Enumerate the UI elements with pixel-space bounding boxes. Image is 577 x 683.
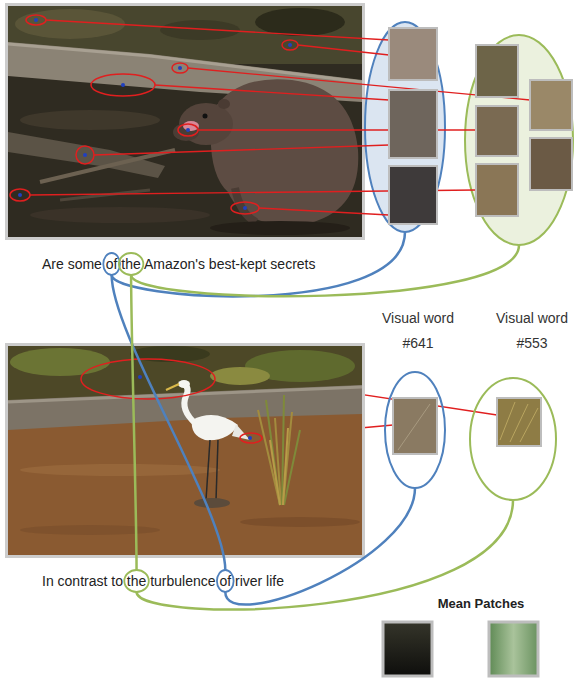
photo-foliage <box>10 348 110 376</box>
image-patch <box>530 138 572 190</box>
visual-word-ellipse <box>385 372 445 488</box>
cluster-outline <box>376 306 460 491</box>
word-link-curve <box>112 275 226 570</box>
photo-frame <box>5 3 365 240</box>
mean-patches <box>383 622 538 676</box>
image-patch <box>476 106 518 156</box>
top-photo <box>5 3 365 240</box>
egret-leg <box>216 440 218 500</box>
caption-text: Are some of the Amazon's best-kept secre… <box>42 256 315 272</box>
patch-texture <box>520 408 538 442</box>
animal-eye <box>203 114 208 119</box>
feature-point <box>248 436 252 440</box>
feature-line <box>155 85 389 100</box>
image-patch <box>393 398 437 454</box>
feature-marker <box>10 189 30 201</box>
egret-tail <box>232 424 250 440</box>
reed <box>283 428 288 505</box>
egret-beak <box>166 384 179 390</box>
image-patch <box>389 166 437 224</box>
word-links <box>103 232 519 609</box>
feature-line <box>298 45 389 55</box>
feature-point <box>83 153 87 157</box>
image-patch <box>476 45 518 97</box>
mean-patch <box>489 622 538 676</box>
word-link-curve <box>131 275 136 570</box>
feature-line <box>259 208 389 215</box>
top-word-groups <box>365 22 573 245</box>
feature-markers <box>10 15 298 443</box>
patch-texture <box>398 404 430 450</box>
image-patch <box>530 80 572 130</box>
visual-word-cluster: Visual word #641 <box>376 306 460 491</box>
photo-foliage <box>255 8 345 36</box>
patches <box>389 28 572 454</box>
feature-point <box>121 83 125 87</box>
feature-marker <box>178 124 198 136</box>
egret-head <box>178 380 190 388</box>
feature-marker <box>91 74 155 96</box>
image-patch <box>389 90 437 158</box>
feature-points <box>18 18 292 440</box>
feature-marker <box>26 15 46 25</box>
feature-line <box>46 20 389 40</box>
feature-point <box>34 18 38 22</box>
heading-block: Visual word #553 <box>490 306 574 356</box>
word-link-curve <box>137 500 513 609</box>
feature-point <box>186 128 190 132</box>
photo-water <box>8 6 362 237</box>
mean-patches-label: Mean Patches <box>438 596 525 612</box>
patch-texture <box>500 402 515 440</box>
photo-foliage <box>210 367 270 385</box>
feature-marker <box>231 202 259 214</box>
animal-ear <box>218 99 230 109</box>
reed <box>266 400 280 505</box>
photo-frame <box>5 343 365 558</box>
photo-reeds <box>258 395 300 505</box>
image-patch <box>389 28 437 80</box>
feature-marker <box>76 146 94 164</box>
photo-reflection <box>210 221 350 235</box>
visual-word-cluster: Visual word #553 <box>466 306 575 503</box>
feature-point <box>18 193 22 197</box>
feature-point <box>178 66 182 70</box>
heading-block: Visual word #641 <box>376 306 460 356</box>
feature-point <box>288 43 292 47</box>
feature-point <box>243 206 247 210</box>
photo-ripple <box>240 517 360 527</box>
photo-rock <box>194 498 230 508</box>
feature-line <box>94 145 389 155</box>
feature-marker <box>172 63 188 73</box>
feature-point <box>138 375 142 379</box>
bottom-photo <box>5 343 365 558</box>
egret-leg <box>206 440 210 500</box>
image-patch <box>497 398 541 446</box>
caption-text: In contrast to the turbulence of river l… <box>42 573 284 589</box>
patch-texture <box>398 402 538 450</box>
visual-word-ellipse <box>470 378 556 500</box>
reed <box>270 440 280 505</box>
photo-ripple <box>20 525 160 535</box>
photo-log <box>8 385 362 430</box>
mean-patch <box>383 622 432 676</box>
visual-word-ellipse <box>465 35 573 245</box>
feature-marker <box>240 433 262 443</box>
image-patch <box>476 164 518 216</box>
egret-body <box>192 415 238 440</box>
photo-water <box>8 346 362 555</box>
photo-log-highlight <box>8 44 362 82</box>
feature-marker <box>282 40 298 50</box>
animal-body <box>211 79 359 225</box>
patch-texture <box>510 404 528 442</box>
photo-reflection <box>20 110 160 130</box>
visual-word-heading: Visual word #553 <box>490 306 574 356</box>
visual-word-heading: Visual word #641 <box>376 306 460 356</box>
egret-neck <box>184 384 196 424</box>
photo-reflection <box>30 207 210 223</box>
